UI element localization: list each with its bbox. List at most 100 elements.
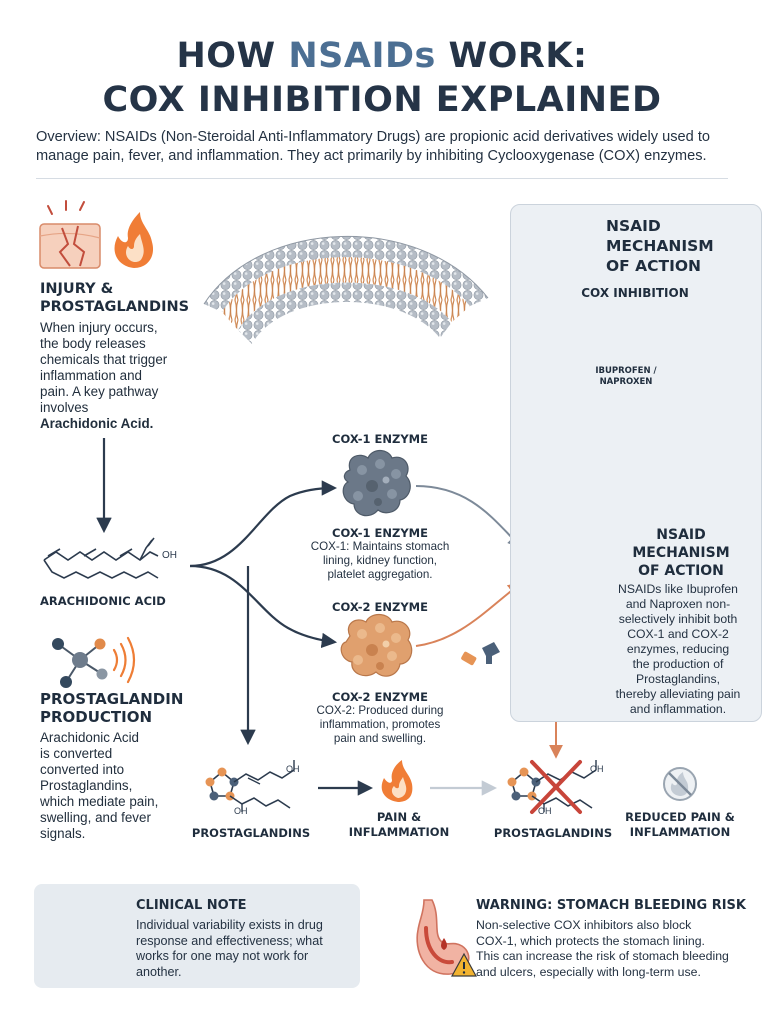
text-line: which mediate pain, xyxy=(40,794,159,809)
cox2-name: COX-2 ENZYME xyxy=(332,690,428,704)
blocked-prostaglandin-structure xyxy=(507,760,597,814)
reduced-pain-label: REDUCED PAIN & INFLAMMATION xyxy=(620,810,740,840)
cox2-description: COX-2 ENZYME COX-2: Produced during infl… xyxy=(290,690,470,746)
text-line-bold: Arachidonic Acid. xyxy=(40,416,154,431)
title-part: WORK: xyxy=(435,36,588,76)
cox1-enzyme-shape xyxy=(342,449,411,517)
prostaglandin-structure xyxy=(205,760,295,812)
text-line: response and effectiveness; what xyxy=(136,933,323,948)
cox2-enzyme-shape xyxy=(340,613,413,677)
cox1-description: COX-1 ENZYME COX-1: Maintains stomach li… xyxy=(290,526,470,582)
oh-group-label: OH xyxy=(162,550,177,561)
label-line: PAIN & xyxy=(376,810,422,824)
text-line: and Naproxen non- xyxy=(625,597,731,611)
text-line: another. xyxy=(136,964,182,979)
panel-title: NSAID MECHANISM OF ACTION xyxy=(606,216,714,276)
text-line: selectively inhibit both xyxy=(618,612,738,626)
mechanism-panel xyxy=(510,204,762,722)
overview-text: Overview: NSAIDs (Non-Steroidal Anti-Inf… xyxy=(36,129,711,164)
stomach-warning-icon xyxy=(416,899,478,977)
text-line: chemicals that trigger xyxy=(40,352,168,367)
text-line: swelling, and fever xyxy=(40,810,151,825)
panel-subtitle: COX INHIBITION xyxy=(581,286,689,300)
text-line: platelet aggregation. xyxy=(327,568,433,581)
heading-line: INJURY & xyxy=(40,281,114,297)
cox2-top-label: COX-2 ENZYME xyxy=(332,600,428,614)
text-line: COX-1: Maintains stomach xyxy=(310,540,450,553)
arrow-cox2-to-inhibited xyxy=(415,582,523,647)
heading-line: PRODUCTION xyxy=(40,708,153,726)
title-line: NSAID xyxy=(606,217,661,235)
heading-line: PROSTAGLANDINS xyxy=(40,299,190,315)
title-line: NSAID xyxy=(656,527,706,543)
oh-group-label: OH xyxy=(590,764,604,774)
text-line: pain. A key pathway xyxy=(40,384,159,399)
cox1-name: COX-1 ENZYME xyxy=(332,526,428,540)
title-line: MECHANISM xyxy=(632,545,730,561)
arrow-acid-to-cox1 xyxy=(189,480,338,568)
bottle-label: IBUPROFEN / NAPROXEN xyxy=(590,366,662,388)
pain-fire-icon xyxy=(381,760,413,802)
injury-heading: INJURY & PROSTAGLANDINS xyxy=(40,280,189,316)
title-highlight: NSAIDs xyxy=(288,36,436,76)
clinical-note-title: CLINICAL NOTE xyxy=(136,898,247,913)
text-line: involves xyxy=(40,400,89,415)
no-pain-icon xyxy=(663,767,697,801)
text-line: Prostaglandins, xyxy=(40,778,133,793)
cell-membrane-illustration xyxy=(203,236,489,344)
cox1-top-label: COX-1 ENZYME xyxy=(332,432,428,446)
oh-group-label: OH xyxy=(286,764,300,774)
text-line: signals. xyxy=(40,826,86,841)
title-line: OF ACTION xyxy=(606,257,702,275)
oh-group-label: OH xyxy=(538,806,552,816)
production-heading: PROSTAGLANDIN PRODUCTION xyxy=(40,690,183,726)
text-line: When injury occurs, xyxy=(40,320,158,335)
warning-title: WARNING: STOMACH BLEEDING RISK xyxy=(476,898,746,913)
bottle-label-line: NAPROXEN xyxy=(599,377,653,387)
text-line: NSAIDs like Ibuprofen xyxy=(618,582,738,596)
text-line: Individual variability exists in drug xyxy=(136,918,323,932)
title-line: OF ACTION xyxy=(638,563,724,579)
label-line: INFLAMMATION xyxy=(348,825,450,839)
text-line: Arachidonic Acid xyxy=(40,730,139,745)
heading-line: PROSTAGLANDIN xyxy=(40,690,184,708)
text-line: the production of xyxy=(632,657,724,671)
text-line: converted into xyxy=(40,762,125,777)
bottle-label-line: IBUPROFEN / xyxy=(595,366,657,376)
text-line: COX-1 and COX-2 xyxy=(627,627,729,641)
molecule-network-icon xyxy=(52,636,136,688)
text-line: and ulcers, especially with long-term us… xyxy=(476,964,701,979)
text-line: This can increase the risk of stomach bl… xyxy=(476,949,729,963)
production-description: Arachidonic Acid is converted converted … xyxy=(40,730,200,842)
title-part: HOW xyxy=(176,36,289,76)
text-line: lining, kidney function, xyxy=(322,554,438,567)
clinical-note-box xyxy=(34,884,360,988)
warning-body: Non-selective COX inhibitors also block … xyxy=(476,918,760,980)
clinical-note-body: Individual variability exists in drug re… xyxy=(136,918,356,980)
header-divider xyxy=(36,178,728,179)
page-title: HOW NSAIDs WORK: xyxy=(0,34,764,78)
moa-heading: NSAID MECHANISM OF ACTION xyxy=(606,526,756,580)
text-line: the body releases xyxy=(40,336,146,351)
label-line: INFLAMMATION xyxy=(629,825,731,839)
text-line: pain and swelling. xyxy=(333,732,427,745)
text-line: works for one may not work for xyxy=(136,949,309,963)
text-line: is converted xyxy=(40,746,113,761)
text-line: thereby alleviating pain xyxy=(615,687,741,701)
text-line: and inflammation. xyxy=(629,702,727,716)
label-line: REDUCED PAIN & xyxy=(625,810,735,824)
text-line: inflammation, promotes xyxy=(319,718,441,731)
text-line: Prostaglandins, xyxy=(635,672,720,686)
pain-inflammation-label: PAIN & INFLAMMATION xyxy=(344,810,454,840)
fire-icon xyxy=(114,212,154,268)
text-line: COX-2: Produced during xyxy=(316,704,444,717)
title-line: MECHANISM xyxy=(606,237,714,255)
page-subtitle: COX INHIBITION EXPLAINED xyxy=(102,80,662,120)
text-line: inflammation and xyxy=(40,368,142,383)
arachidonic-acid-label: ARACHIDONIC ACID xyxy=(40,594,166,608)
injury-description: When injury occurs, the body releases ch… xyxy=(40,320,200,432)
prostaglandins-label: PROSTAGLANDINS xyxy=(191,826,311,840)
oh-group-label: OH xyxy=(234,806,248,816)
moa-description: NSAIDs like Ibuprofen and Naproxen non- … xyxy=(596,582,760,717)
injured-skin-icon xyxy=(39,200,101,269)
